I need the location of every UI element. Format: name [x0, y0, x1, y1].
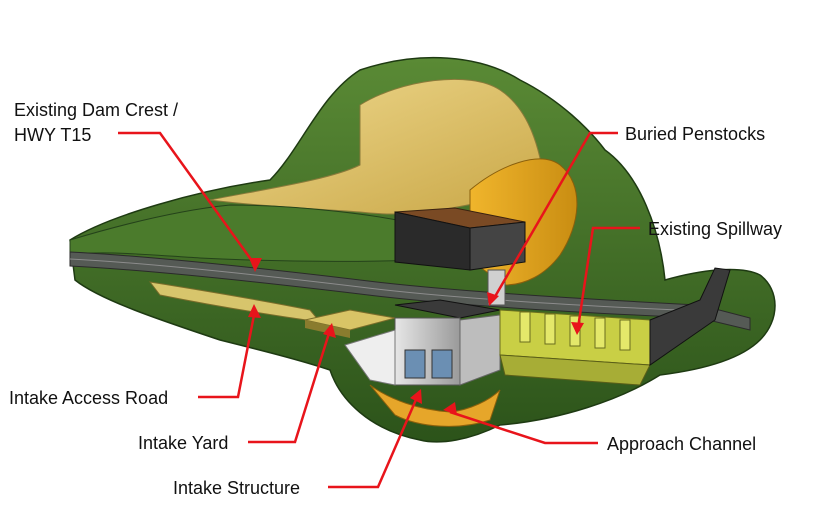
label-approach-channel: Approach Channel — [607, 434, 757, 454]
arrow-buried-penstocks — [491, 131, 618, 301]
arrow-dam-crest — [118, 131, 257, 266]
intake-wall-left — [344, 329, 396, 386]
label-buried-penstocks: Buried Penstocks — [625, 124, 766, 144]
intake-bay-right — [431, 349, 453, 379]
spillway-piers — [519, 311, 631, 351]
arrow-intake-yard — [248, 329, 332, 444]
label-existing-spillway: Existing Spillway — [648, 219, 783, 239]
arrow-intake-access-road — [198, 309, 257, 399]
highway-centerline — [69, 258, 701, 312]
intake-bay-left — [404, 349, 426, 379]
arrow-intake-structure — [328, 394, 420, 489]
label-intake-structure: Intake Structure — [173, 478, 301, 498]
approach-channel — [369, 384, 501, 427]
spillway-right-wall — [649, 267, 731, 366]
label-dam-crest-line1: Existing Dam Crest / — [14, 100, 179, 120]
callout-arrowheads — [248, 258, 584, 415]
powerhouse-side — [469, 221, 526, 271]
label-dam-crest-line2: HWY T15 — [14, 125, 92, 145]
spillway-chute — [499, 354, 651, 386]
intake-wall-right — [459, 314, 501, 386]
label-intake-yard: Intake Yard — [138, 433, 229, 453]
arrow-existing-spillway — [576, 226, 640, 329]
callout-arrows — [118, 131, 640, 489]
label-intake-access-road: Intake Access Road — [9, 388, 169, 408]
arrow-approach-channel — [449, 410, 598, 445]
